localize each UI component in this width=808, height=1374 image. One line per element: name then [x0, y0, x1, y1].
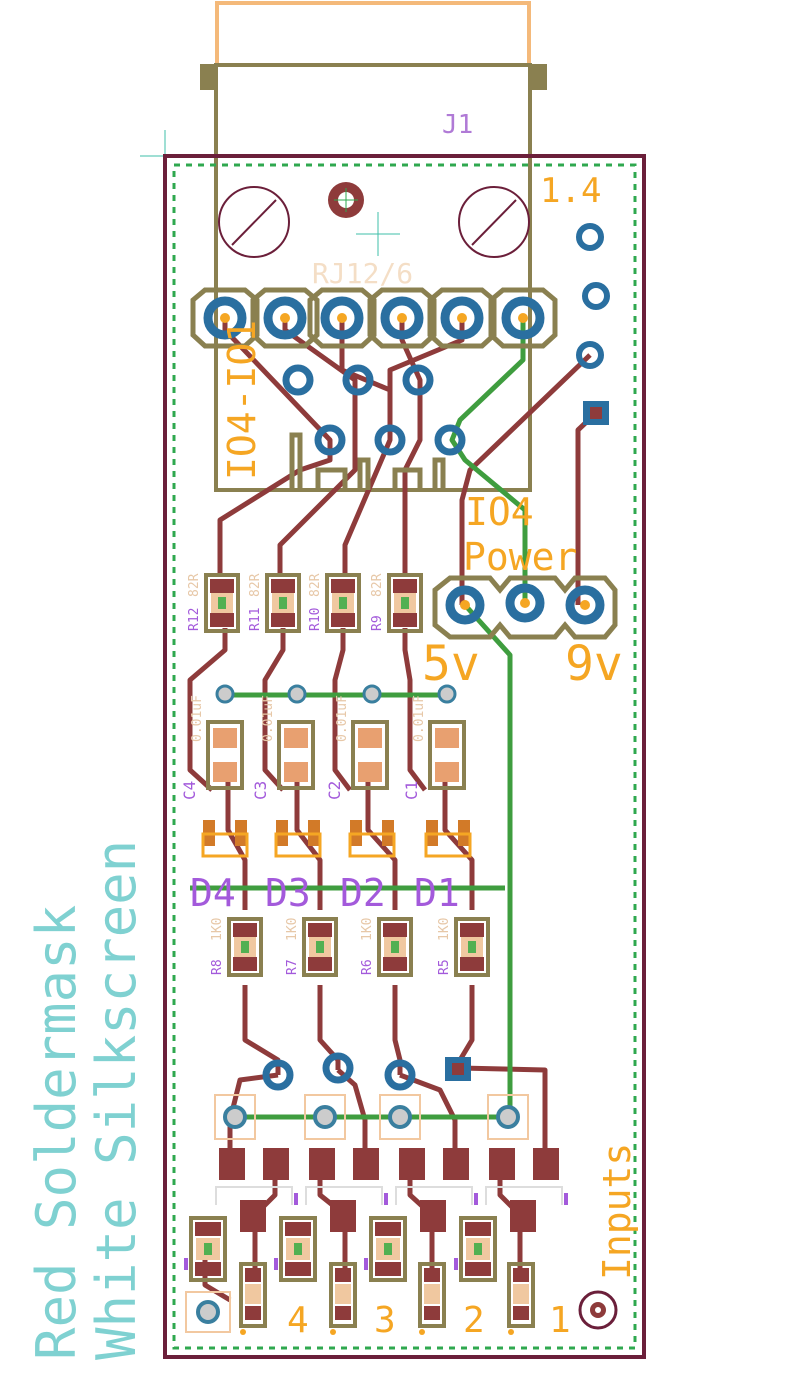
capacitor-c1: C1 0.01uF — [402, 695, 466, 800]
power-header — [432, 575, 618, 640]
ref-label: C2 — [325, 781, 344, 800]
value-label: 1K0 — [360, 918, 375, 941]
input-2-label: 2 — [463, 1300, 485, 1341]
input-4-label: 4 — [287, 1300, 309, 1341]
ref-label: R10 — [308, 608, 323, 631]
5v-label: 5v — [422, 636, 480, 692]
diode-d2 — [348, 820, 396, 858]
ref-label: C4 — [180, 781, 199, 800]
ref-label: C3 — [251, 781, 270, 800]
io-range-label: IO4-IO1 — [220, 320, 264, 480]
transistor-2 — [305, 1148, 388, 1232]
resistor-bottom-1 — [184, 1216, 227, 1282]
rj-inner-pads — [282, 364, 466, 456]
diode-d4 — [201, 820, 249, 858]
capacitor-c3: C3 0.01uF — [251, 695, 315, 800]
resistor-r7: R7 1K0 — [285, 917, 338, 977]
ref-label: C1 — [402, 781, 421, 800]
value-label: 82R — [370, 573, 385, 597]
value-label: 82R — [187, 573, 202, 597]
inputs-label: Inputs — [595, 1143, 639, 1280]
capacitor-c4: C4 0.01uF — [180, 695, 244, 800]
keepout-outline — [172, 163, 637, 1350]
rj-label: RJ12/6 — [312, 257, 413, 290]
value-label: 1K0 — [210, 918, 225, 941]
d3-label: D3 — [265, 871, 311, 915]
ref-label: R12 — [187, 608, 202, 631]
d2-label: D2 — [340, 871, 386, 915]
connector-j1 — [200, 1, 547, 492]
rj-pin-2 — [250, 287, 320, 349]
header-1-4-label: 1.4 — [540, 171, 601, 211]
resistor-bottom-4 — [454, 1216, 497, 1282]
header-1-4 — [576, 223, 610, 425]
input-header-pads — [262, 1052, 471, 1091]
rj-pin-5 — [427, 287, 497, 349]
ref-label: R9 — [370, 615, 385, 631]
capacitor-c2: C2 0.01uF — [325, 695, 389, 800]
rj-pin-4 — [367, 287, 437, 349]
io4-label: IO4 — [465, 490, 534, 534]
rj-pin-6 — [488, 287, 558, 349]
diode-d3 — [274, 820, 322, 858]
ref-label: R5 — [437, 959, 452, 975]
value-label: 82R — [248, 573, 263, 597]
led-1 — [507, 1262, 535, 1335]
power-label: Power — [463, 535, 577, 579]
value-label: 0.01uF — [335, 695, 350, 742]
transistor-4 — [485, 1148, 568, 1232]
top-traces — [187, 317, 599, 1303]
value-label: 0.01uF — [190, 695, 205, 742]
input-1-label: 1 — [549, 1300, 571, 1341]
resistor-r9: R9 82R — [370, 573, 423, 633]
mounting-hole — [578, 1290, 618, 1330]
rj-header — [190, 287, 558, 349]
rj-pin-1 — [190, 287, 260, 349]
transistor-3 — [395, 1148, 478, 1232]
silkscreen-label: White Silkscreen — [85, 840, 148, 1360]
value-label: 82R — [308, 573, 323, 597]
resistor-r8: R8 1K0 — [210, 917, 263, 977]
d1-label: D1 — [414, 871, 460, 915]
value-label: 1K0 — [437, 918, 452, 941]
ref-label: R7 — [285, 959, 300, 975]
ref-label: R8 — [210, 959, 225, 975]
input-3-label: 3 — [374, 1300, 396, 1341]
ref-label: R6 — [360, 959, 375, 975]
soldermask-label: Red Soldermask — [25, 905, 88, 1360]
ref-label: R11 — [248, 608, 263, 631]
transistor-1 — [215, 1148, 298, 1232]
9v-label: 9v — [565, 636, 623, 692]
resistor-bottom-2 — [274, 1216, 317, 1282]
value-label: 0.01uF — [412, 695, 427, 742]
bottom-traces — [190, 320, 528, 1120]
value-label: 0.01uF — [261, 695, 276, 742]
d4-label: D4 — [190, 871, 236, 915]
led-3 — [329, 1262, 357, 1335]
j1-label: J1 — [442, 110, 473, 140]
resistor-r5: R5 1K0 — [437, 917, 490, 977]
diode-d1 — [424, 820, 472, 858]
rj-pin-3 — [307, 287, 377, 349]
led-2 — [418, 1262, 446, 1335]
led-4 — [239, 1262, 267, 1335]
value-label: 1K0 — [285, 918, 300, 941]
board-outline — [163, 154, 646, 1359]
resistor-r6: R6 1K0 — [360, 917, 413, 977]
resistor-bottom-3 — [364, 1216, 407, 1282]
